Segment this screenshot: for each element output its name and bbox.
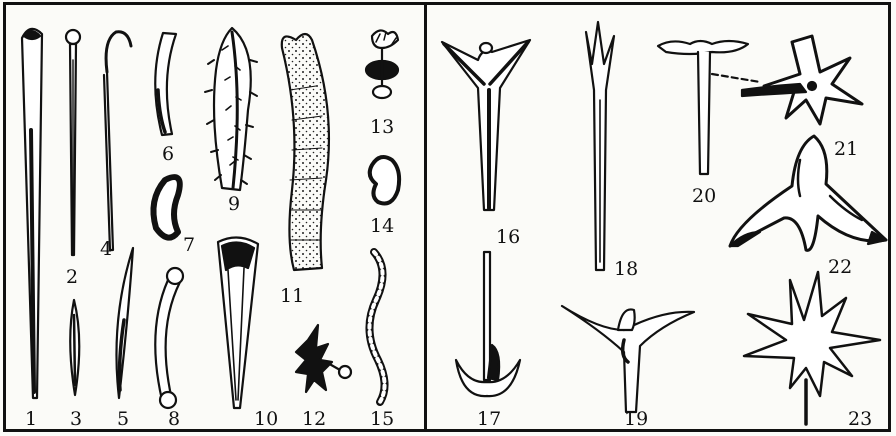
spicule-13 <box>366 30 398 98</box>
spicule-1 <box>22 29 42 398</box>
label-10: 10 <box>254 410 278 429</box>
spicule-18 <box>586 22 614 270</box>
label-4: 4 <box>100 240 112 259</box>
spicule-7 <box>153 177 179 237</box>
spicule-19 <box>562 306 694 412</box>
spicule-15 <box>369 252 384 402</box>
label-18: 18 <box>614 260 638 279</box>
spicule-10 <box>218 237 258 408</box>
spicule-9 <box>205 28 257 190</box>
spicule-4 <box>104 32 131 250</box>
spicule-20 <box>658 41 760 174</box>
label-3: 3 <box>70 410 82 429</box>
label-1: 1 <box>25 410 37 429</box>
spicule-3 <box>70 300 79 395</box>
label-6: 6 <box>162 145 174 164</box>
label-17: 17 <box>477 410 501 429</box>
label-20: 20 <box>692 187 716 206</box>
spicule-22 <box>730 136 886 250</box>
label-13: 13 <box>370 118 394 137</box>
label-7: 7 <box>183 236 195 255</box>
spicule-21 <box>742 36 862 124</box>
label-22: 22 <box>828 258 852 277</box>
spicule-16 <box>442 40 530 210</box>
label-19: 19 <box>624 410 648 429</box>
label-16: 16 <box>496 228 520 247</box>
spicule-12 <box>296 325 351 392</box>
label-15: 15 <box>370 410 394 429</box>
label-2: 2 <box>66 268 78 287</box>
spicule-5 <box>116 248 133 398</box>
label-8: 8 <box>168 410 180 429</box>
label-21: 21 <box>834 140 858 159</box>
label-14: 14 <box>370 217 394 236</box>
spicule-8 <box>155 268 183 408</box>
spicule-6 <box>155 33 176 135</box>
label-5: 5 <box>117 410 129 429</box>
label-23: 23 <box>848 410 872 429</box>
spicule-14 <box>370 157 399 204</box>
label-11: 11 <box>280 287 304 306</box>
spicule-11 <box>282 34 329 270</box>
spicule-17 <box>456 252 520 396</box>
spicule-2 <box>66 30 80 255</box>
label-12: 12 <box>302 410 326 429</box>
spicule-23 <box>744 272 880 424</box>
label-9: 9 <box>228 195 240 214</box>
